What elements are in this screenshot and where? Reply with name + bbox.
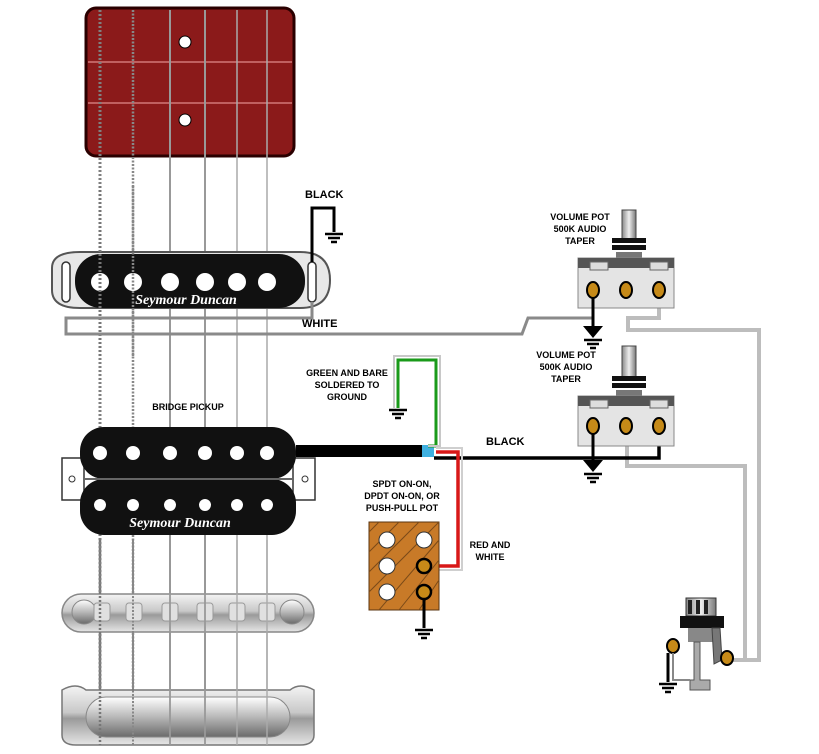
- pot2-label-line2: 500K AUDIO: [540, 362, 593, 372]
- neck-pickup-cover: [84, 6, 296, 158]
- wire-black-single-coil: [310, 206, 345, 262]
- spdt-switch: [368, 521, 440, 640]
- label-green-bare-2: SOLDERED TO: [315, 380, 380, 390]
- label-white: WHITE: [302, 318, 337, 330]
- label-switch-2: DPDT ON-ON, OR: [364, 491, 440, 501]
- bridge-pickup-label: BRIDGE PICKUP: [152, 402, 224, 412]
- pot2-label-line3: TAPER: [551, 374, 581, 384]
- wire-red-white: [424, 447, 463, 571]
- output-jack-icon: [657, 597, 734, 694]
- single-coil-brand: Seymour Duncan: [135, 293, 237, 308]
- screw-hole-icon: [178, 35, 192, 49]
- label-red-white-2: WHITE: [476, 552, 505, 562]
- bridge-humbucker-pickup: Seymour Duncan: [61, 427, 316, 535]
- pot1-label-line1: VOLUME POT: [550, 212, 610, 222]
- bridge-pickup-brand: Seymour Duncan: [129, 516, 231, 531]
- label-black-top: BLACK: [305, 189, 344, 201]
- volume-pot-1: [577, 209, 675, 350]
- pot1-label-line2: 500K AUDIO: [554, 224, 607, 234]
- single-coil-pickup: Seymour Duncan: [51, 251, 332, 309]
- strings-lower: [98, 540, 268, 745]
- wire-white-single-coil: [64, 300, 595, 336]
- pot1-label-line3: TAPER: [565, 236, 595, 246]
- strings-overlay: [98, 186, 135, 358]
- wire-green-bare: [387, 355, 441, 448]
- label-black-mid: BLACK: [486, 436, 525, 448]
- label-green-bare-3: GROUND: [327, 392, 367, 402]
- screw-hole-icon: [178, 113, 192, 127]
- label-green-bare-1: GREEN AND BARE: [306, 368, 388, 378]
- label-switch-1: SPDT ON-ON,: [372, 479, 431, 489]
- label-red-white-1: RED AND: [470, 540, 511, 550]
- volume-pot-2: [577, 345, 675, 484]
- label-switch-3: PUSH-PULL POT: [366, 503, 439, 513]
- wire-gray-pots: [625, 300, 761, 662]
- stop-tailpiece: [61, 685, 315, 746]
- pot2-label-line1: VOLUME POT: [536, 350, 596, 360]
